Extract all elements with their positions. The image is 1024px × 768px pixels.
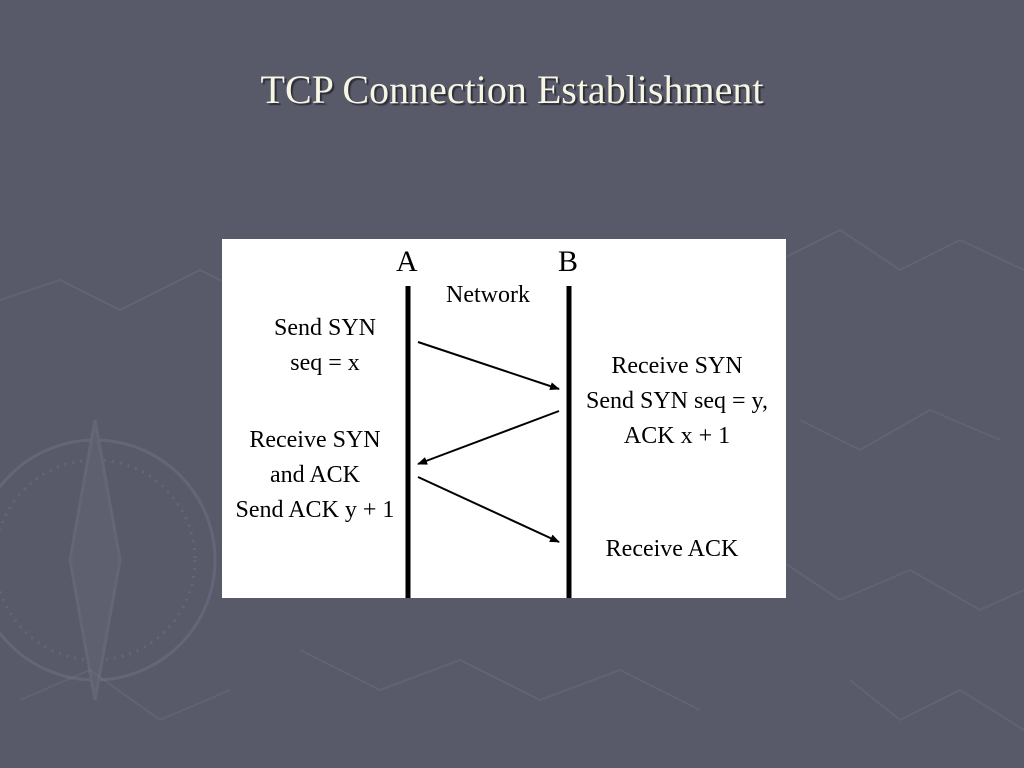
host-b-receive-ack: Receive ACK xyxy=(582,532,762,567)
text-line: Receive SYN xyxy=(249,427,381,453)
slide-title: TCP Connection Establishment xyxy=(260,67,764,112)
text-line: Send SYN seq = y, xyxy=(586,388,768,414)
text-line: and ACK xyxy=(270,462,360,488)
syn-arrow xyxy=(417,341,560,390)
tcp-handshake-diagram: A B Network Send SYN seq = x Receive SYN… xyxy=(222,239,786,598)
ack-arrow xyxy=(417,476,560,543)
host-b-receive-syn: Receive SYN Send SYN seq = y, ACK x + 1 xyxy=(572,349,782,454)
text-line: Receive SYN xyxy=(611,353,743,379)
text-line: Send SYN xyxy=(273,315,376,341)
network-label: Network xyxy=(446,282,530,308)
host-a-receive-syn-ack: Receive SYN and ACK Send ACK y + 1 xyxy=(226,423,404,528)
compass-icon xyxy=(0,419,217,701)
host-a-label: A xyxy=(396,245,418,278)
text-line: seq = x xyxy=(290,350,360,376)
text-line: Send ACK y + 1 xyxy=(235,497,395,523)
text-line: ACK x + 1 xyxy=(623,423,731,449)
host-b-label: B xyxy=(558,245,579,278)
host-a-send-syn: Send SYN seq = x xyxy=(260,311,390,381)
diagram-graphics xyxy=(405,286,572,598)
text-line: Receive ACK xyxy=(605,536,739,562)
syn-ack-arrow xyxy=(417,410,560,465)
